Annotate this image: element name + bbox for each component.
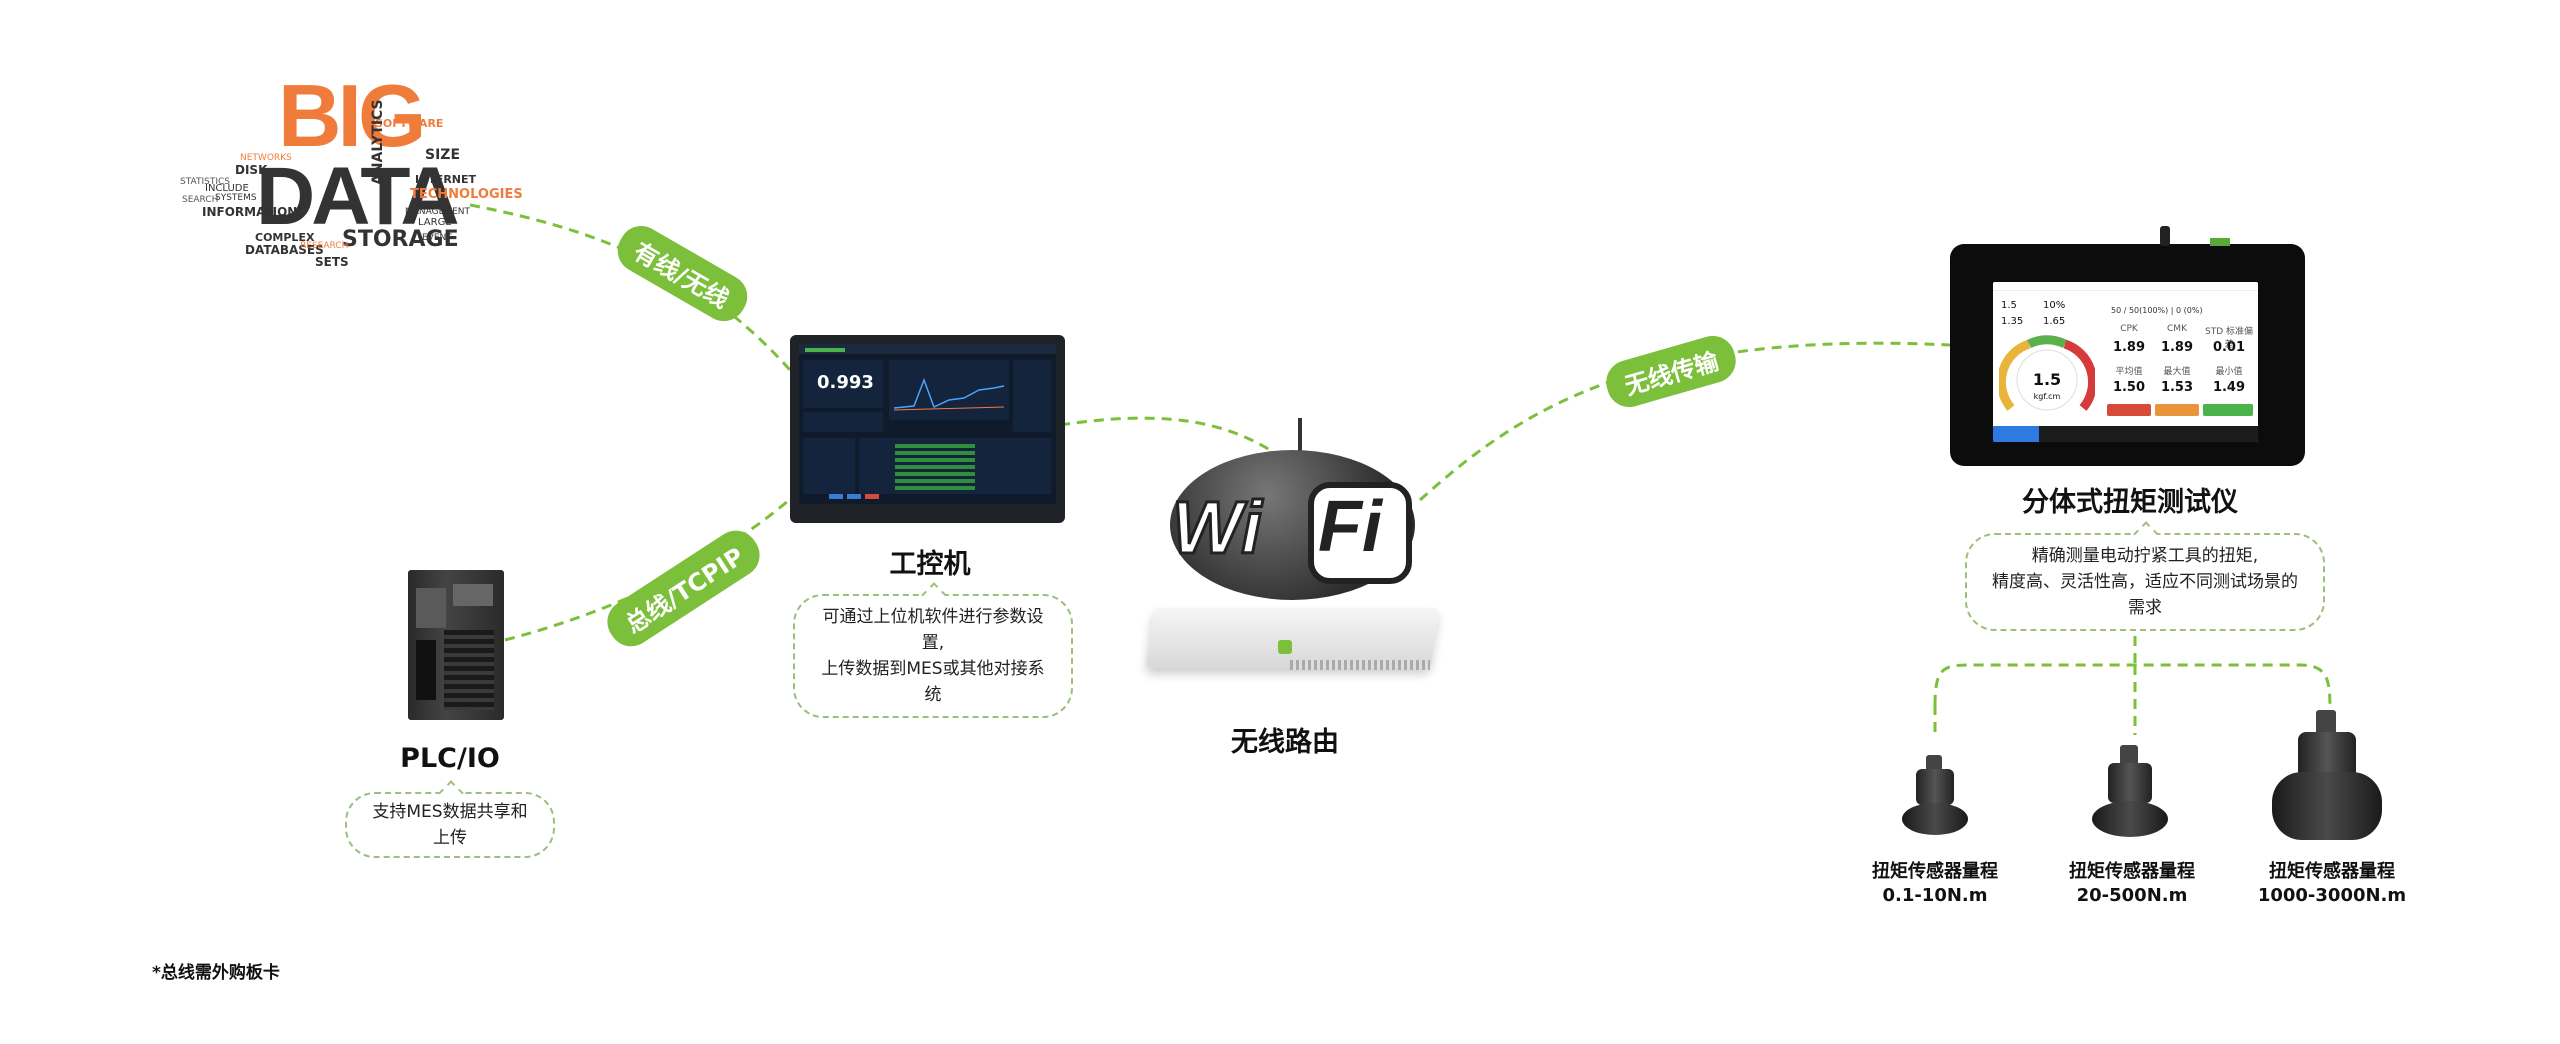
link-bigdata-ipc bbox=[469, 203, 792, 372]
cloud-word: INTERNET bbox=[415, 173, 477, 186]
sensor-name: 扭矩传感器量程 bbox=[2069, 861, 2195, 882]
cloud-word: RESEARCH bbox=[300, 241, 349, 251]
cloud-word: SIZE bbox=[425, 147, 461, 163]
stat-value: 1.53 bbox=[2160, 380, 2194, 395]
cloud-word: COMPLEX bbox=[255, 231, 315, 244]
reset-button[interactable] bbox=[2155, 404, 2199, 416]
cloud-word: NETWORKS bbox=[240, 153, 292, 163]
sensor-range: 1000-3000N.m bbox=[2257, 885, 2407, 906]
tester-description: 精确测量电动拧紧工具的扭矩, 精度高、灵活性高，适应不同测试场景的需求 bbox=[1965, 533, 2325, 631]
cloud-word: STATISTICS bbox=[180, 177, 230, 187]
sensor-label-large: 扭矩传感器量程 1000-3000N.m bbox=[2222, 860, 2442, 908]
sensor-range: 0.1-10N.m bbox=[1882, 885, 1988, 906]
stat-label: 最大值 bbox=[2163, 367, 2191, 377]
stat-value: 1.49 bbox=[2212, 380, 2246, 395]
torque-tester-device: 1.5 kgf.cm 1.5 10% 1.35 1.65 50 / 50(100… bbox=[1950, 226, 2305, 466]
sensor-label-medium: 扭矩传感器量程 20-500N.m bbox=[2022, 860, 2242, 908]
torque-sensor-small bbox=[1898, 755, 1973, 847]
torque-sensor-medium bbox=[2090, 745, 2170, 845]
percent-value: 10% bbox=[2043, 300, 2066, 311]
cloud-word: MANAGEMENT bbox=[405, 207, 470, 217]
cloud-word: TECHNOLOGIES bbox=[410, 187, 523, 202]
gauge-value: 1.5 bbox=[2032, 370, 2062, 389]
ipc-screen: 0.993 bbox=[799, 344, 1056, 504]
plc-device bbox=[408, 570, 504, 725]
sensor-name: 扭矩传感器量程 bbox=[2269, 861, 2395, 882]
cloud-word: SETS bbox=[315, 255, 349, 269]
sensor-label-small: 扭矩传感器量程 0.1-10N.m bbox=[1825, 860, 2045, 908]
stat-value: 1.89 bbox=[2160, 340, 2194, 355]
tester-desc-line2: 精度高、灵活性高，适应不同测试场景的需求 bbox=[1992, 572, 2298, 618]
tester-screen: 1.5 kgf.cm 1.5 10% 1.35 1.65 50 / 50(100… bbox=[1993, 282, 2258, 442]
data-text: DATA bbox=[256, 151, 460, 242]
stat-value: 0.01 bbox=[2212, 340, 2246, 355]
stop-button[interactable] bbox=[2107, 404, 2151, 416]
stat-value: 1.50 bbox=[2112, 380, 2146, 395]
tester-desc-line1: 精确测量电动拧紧工具的扭矩, bbox=[2031, 546, 2259, 566]
target-value: 1.5 bbox=[2001, 300, 2017, 311]
ipc-desc-line2: 上传数据到MES或其他对接系统 bbox=[821, 659, 1045, 705]
stat-label: CMK bbox=[2167, 324, 2187, 334]
cloud-word: SYSTEMS bbox=[215, 193, 257, 203]
wifi-fi-box bbox=[1308, 482, 1412, 584]
footnote: *总线需外购板卡 bbox=[152, 963, 280, 983]
cloud-word: INFORMATION bbox=[202, 205, 298, 219]
plc-desc-line: 支持MES数据共享和上传 bbox=[372, 802, 528, 848]
ipc-screen-value: 0.993 bbox=[817, 372, 874, 393]
cloud-word: DISK bbox=[235, 163, 268, 177]
industrial-pc: 0.993 bbox=[790, 335, 1065, 523]
cloud-word: SOFTWARE bbox=[375, 117, 444, 130]
gauge-unit: kgf.cm bbox=[2033, 392, 2061, 401]
plc-description: 支持MES数据共享和上传 bbox=[345, 792, 555, 858]
router-body bbox=[1145, 608, 1440, 668]
plc-title: PLC/IO bbox=[400, 743, 500, 774]
cloud-word: SEARCH bbox=[182, 195, 219, 205]
count-summary: 50 / 50(100%) | 0 (0%) bbox=[2111, 306, 2203, 315]
link-ipc-router bbox=[1059, 416, 1271, 452]
big-data-cloud: BIG DATA SOFTWARE ANALYTICS SIZE TECHNOL… bbox=[160, 55, 523, 295]
ipc-title: 工控机 bbox=[889, 549, 971, 580]
ipc-description: 可通过上位机软件进行参数设置, 上传数据到MES或其他对接系统 bbox=[793, 594, 1073, 718]
torque-sensor-large bbox=[2270, 710, 2385, 850]
cloud-word: EVENT bbox=[422, 233, 452, 243]
big-text: BIG bbox=[278, 66, 426, 165]
stat-label: 最小值 bbox=[2215, 367, 2243, 377]
stat-label: 平均值 bbox=[2115, 367, 2143, 377]
sensor-name: 扭矩传感器量程 bbox=[1872, 861, 1998, 882]
upper-limit: 1.65 bbox=[2043, 316, 2066, 327]
sensor-range: 20-500N.m bbox=[2076, 885, 2188, 906]
wifi-router: Wi Fi bbox=[1145, 410, 1440, 690]
cloud-word: LARGE bbox=[418, 217, 452, 228]
cloud-word: ANALYTICS bbox=[370, 99, 386, 185]
tester-title: 分体式扭矩测试仪 bbox=[2022, 487, 2238, 518]
cloud-word: INCLUDE bbox=[205, 183, 249, 194]
tester-gauge bbox=[1999, 335, 2095, 411]
confirm-button[interactable] bbox=[2203, 404, 2253, 416]
ipc-desc-line1: 可通过上位机软件进行参数设置, bbox=[822, 607, 1044, 653]
tester-nav-active[interactable] bbox=[1993, 426, 2039, 442]
stat-label: STD 标准偏差 bbox=[2204, 327, 2253, 350]
wifi-text-fi: Fi bbox=[1318, 487, 1382, 567]
cloud-word: DATABASES bbox=[245, 243, 324, 257]
cloud-word: STORAGE bbox=[342, 227, 459, 252]
wifi-text-wi: Wi bbox=[1171, 485, 1264, 571]
lower-limit: 1.35 bbox=[2001, 316, 2024, 327]
router-title: 无线路由 bbox=[1231, 727, 1339, 758]
tester-nav-bar[interactable] bbox=[1993, 426, 2258, 442]
stat-value: 1.89 bbox=[2112, 340, 2146, 355]
stat-label: CPK bbox=[2120, 324, 2138, 334]
